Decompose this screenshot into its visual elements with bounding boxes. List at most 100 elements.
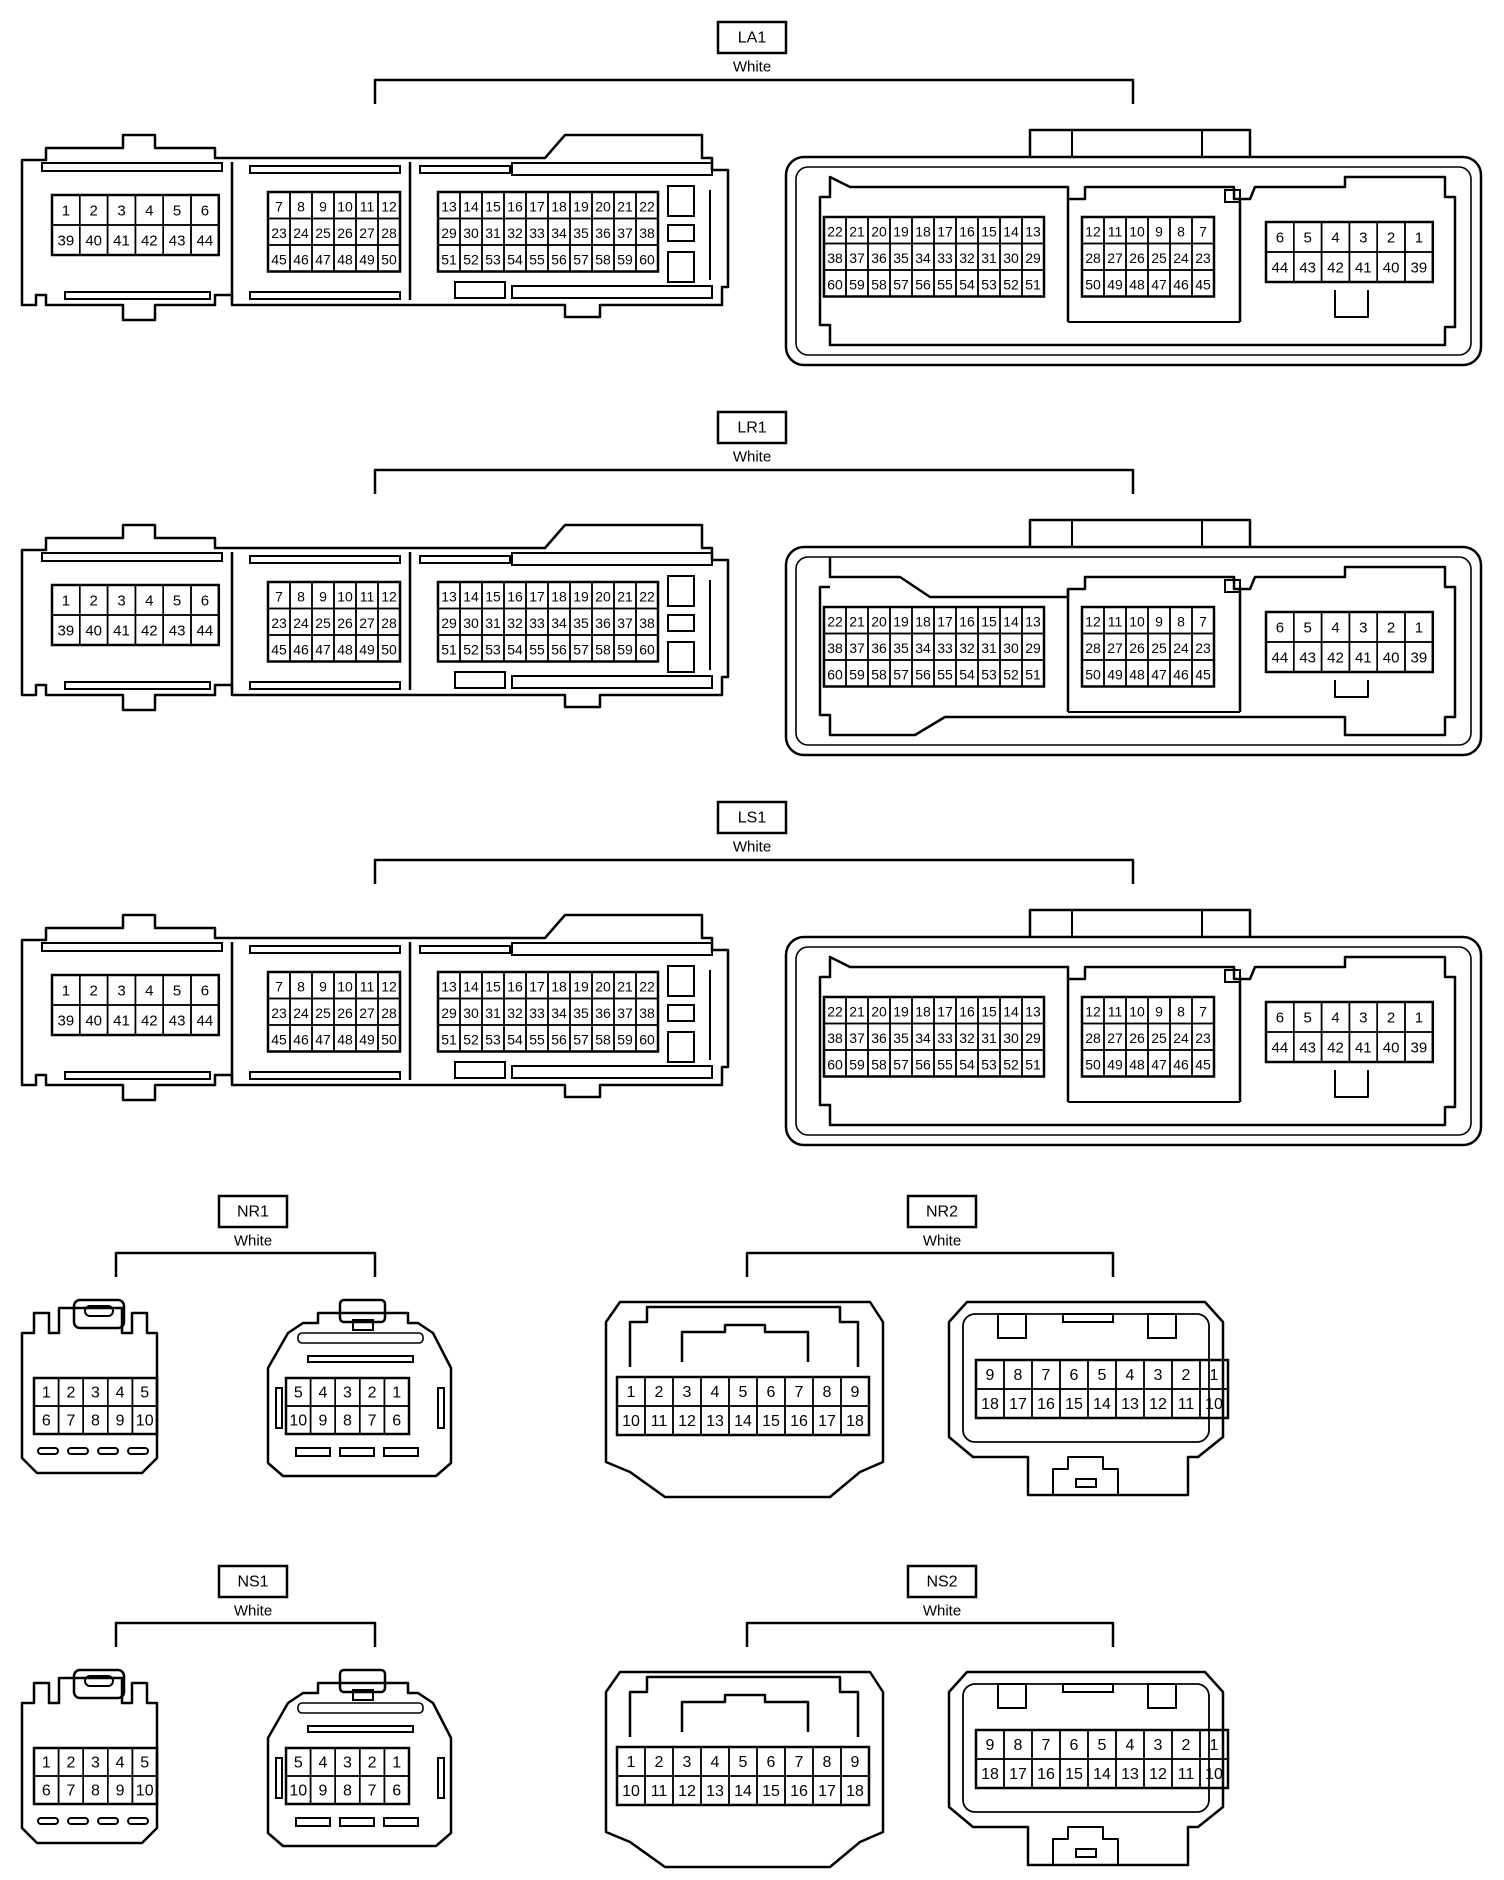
pin-label: 1 [392, 1755, 401, 1772]
pin-label: 7 [1199, 223, 1207, 239]
pin-label: 48 [1129, 666, 1145, 682]
pin-label: 3 [1154, 1367, 1163, 1384]
connector-id: NS1 [237, 1574, 268, 1591]
pin-label: 1 [42, 1755, 51, 1772]
pin-label: 22 [827, 613, 843, 629]
pin-label: 4 [1331, 1010, 1339, 1027]
pin-label: 36 [871, 1030, 887, 1046]
pin-label: 14 [463, 978, 479, 994]
pin-label: 39 [1411, 260, 1428, 277]
pin-label: 6 [1276, 620, 1284, 637]
pin-label: 17 [937, 1003, 953, 1019]
pin-label: 49 [1107, 1056, 1123, 1072]
pin-label: 35 [893, 250, 909, 266]
pin-label: 46 [1173, 276, 1189, 292]
pin-label: 35 [573, 615, 589, 631]
pin-label: 9 [1155, 613, 1163, 629]
pin-label: 2 [1182, 1737, 1191, 1754]
pin-label: 53 [981, 276, 997, 292]
pin-label: 34 [551, 1005, 567, 1021]
connector-id: LR1 [737, 420, 766, 437]
bracket [745, 1621, 1115, 1647]
pin-label: 56 [551, 1031, 567, 1047]
pin-label: 4 [1126, 1737, 1135, 1754]
pin-label: 20 [595, 588, 611, 604]
pin-label: 36 [595, 225, 611, 241]
pin-label: 15 [762, 1783, 780, 1800]
pin-label: 9 [986, 1367, 995, 1384]
pin-label: 8 [823, 1754, 832, 1771]
pin-label: 1 [62, 203, 70, 220]
pin-label: 11 [651, 1783, 668, 1800]
pin-label: 21 [617, 978, 633, 994]
pin-label: 53 [981, 1056, 997, 1072]
pin-label: 51 [1025, 276, 1041, 292]
pin-label: 54 [507, 251, 523, 267]
pin-label: 3 [1359, 230, 1367, 247]
pin-label: 47 [315, 1031, 331, 1047]
pin-label: 47 [315, 641, 331, 657]
pin-label: 8 [1177, 613, 1185, 629]
pin-label: 33 [937, 250, 953, 266]
pin-label: 18 [981, 1396, 999, 1413]
pin-label: 3 [343, 1755, 352, 1772]
pin-label: 15 [485, 198, 501, 214]
pin-label: 16 [1037, 1766, 1055, 1783]
pin-label: 26 [1129, 1030, 1145, 1046]
pin-label: 56 [915, 276, 931, 292]
pin-label: 6 [201, 593, 209, 610]
pin-label: 60 [827, 1056, 843, 1072]
pin-label: 19 [893, 1003, 909, 1019]
pin-label: 36 [595, 615, 611, 631]
pin-label: 41 [113, 1013, 130, 1030]
connector-id: NR1 [237, 1204, 269, 1221]
pin-label: 50 [1085, 1056, 1101, 1072]
pin-label: 33 [529, 225, 545, 241]
pin-label: 6 [1070, 1367, 1079, 1384]
pin-label: 14 [1003, 223, 1019, 239]
pin-label: 17 [529, 588, 545, 604]
pin-label: 7 [368, 1413, 377, 1430]
pin-label: 30 [463, 1005, 479, 1021]
pin-label: 60 [827, 276, 843, 292]
pin-label: 9 [319, 588, 327, 604]
pin-label: 9 [851, 1384, 860, 1401]
pin-label: 7 [368, 1783, 377, 1800]
pin-label: 42 [1327, 650, 1344, 667]
pin-label: 46 [1173, 1056, 1189, 1072]
pin-label: 53 [485, 1031, 501, 1047]
pin-label: 14 [734, 1783, 752, 1800]
pin-label: 40 [1383, 650, 1400, 667]
pin-label: 32 [507, 1005, 523, 1021]
pin-label: 10 [289, 1783, 307, 1800]
pin-label: 13 [441, 198, 457, 214]
pin-label: 51 [1025, 1056, 1041, 1072]
pin-label: 9 [318, 1783, 327, 1800]
pin-label: 38 [827, 250, 843, 266]
pin-label: 55 [937, 1056, 953, 1072]
connector-id: NS2 [926, 1574, 957, 1591]
pin-label: 28 [1085, 1030, 1101, 1046]
pin-label: 11 [360, 978, 375, 994]
pin-label: 5 [1304, 620, 1312, 637]
pin-label: 37 [849, 1030, 865, 1046]
pin-label: 17 [529, 198, 545, 214]
pin-label: 43 [169, 623, 186, 640]
pin-label: 10 [1129, 1003, 1145, 1019]
pin-label: 57 [893, 276, 909, 292]
pin-label: 13 [1121, 1766, 1139, 1783]
bracket [373, 858, 1135, 884]
pin-label: 59 [849, 276, 865, 292]
